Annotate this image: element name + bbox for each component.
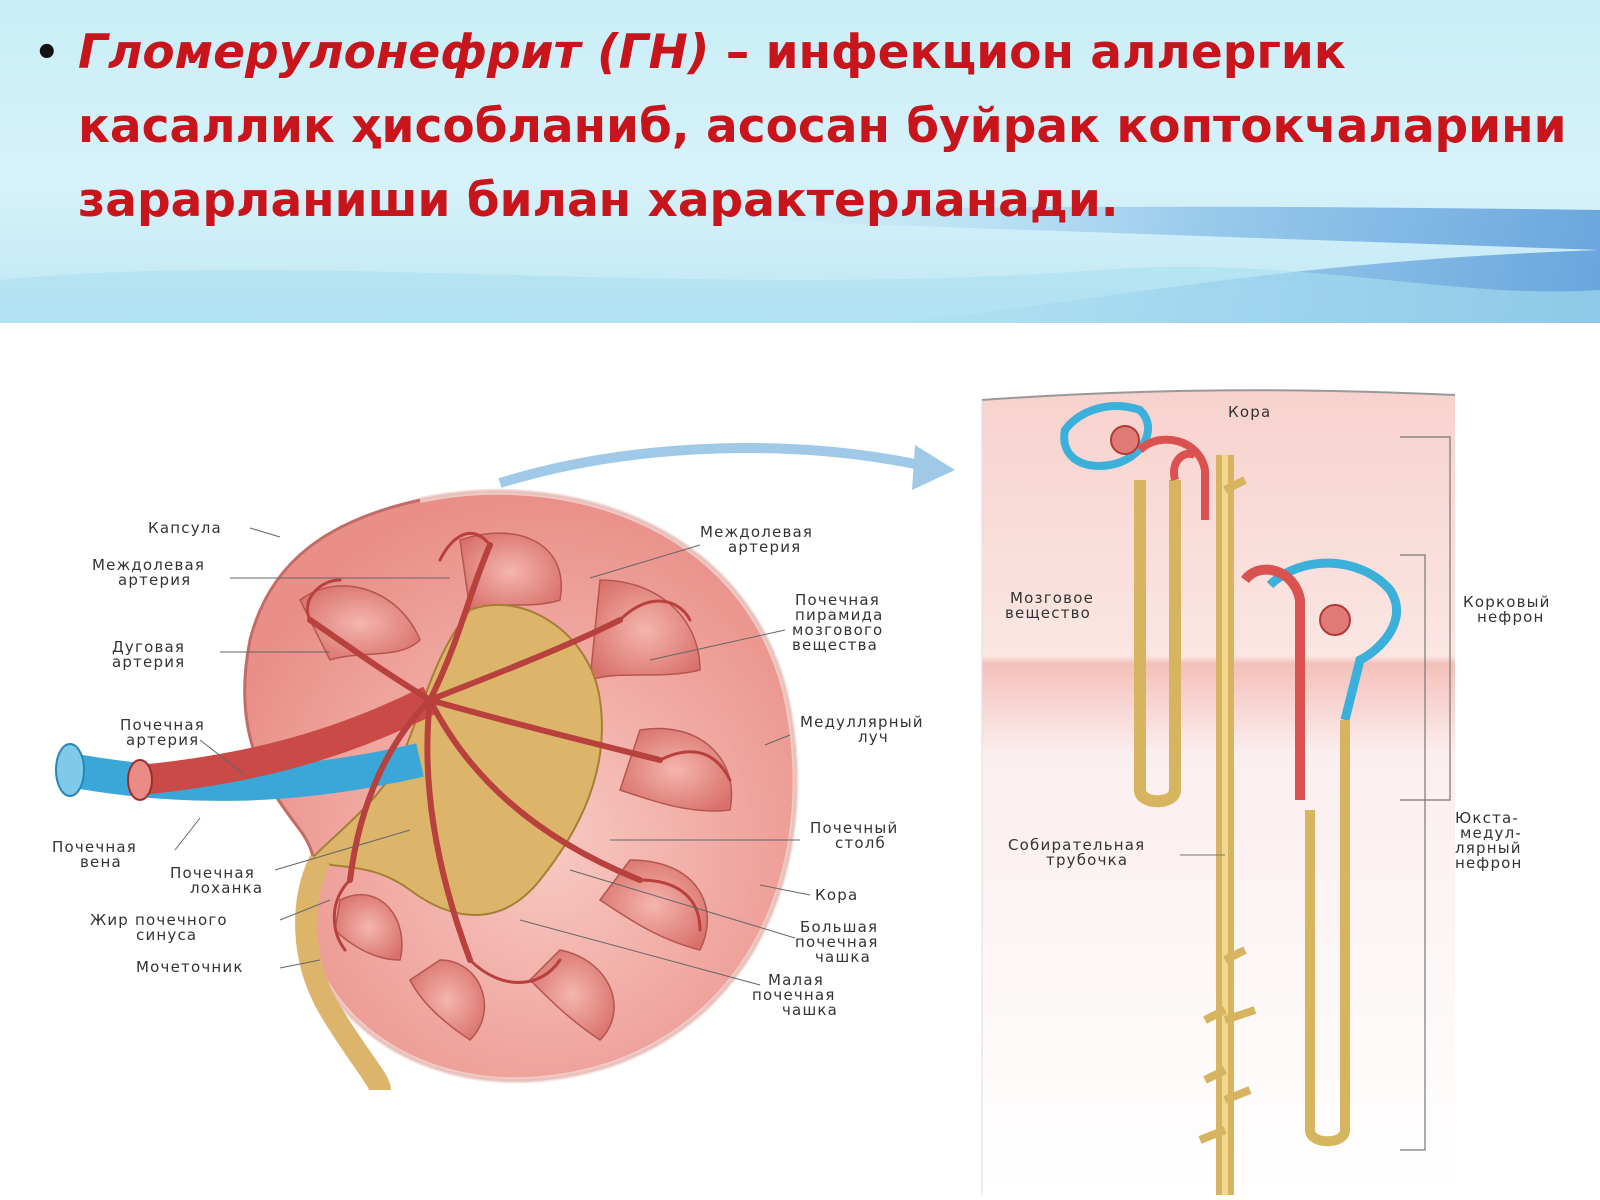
label-renal-artery-2: артерия [126, 731, 199, 749]
label-sinus-fat-1: Жир почечного [90, 911, 228, 929]
label-interlobar-artery-left-1: Междолевая [92, 556, 205, 574]
nephron-surface-line [981, 389, 1456, 401]
renal-vein [66, 743, 424, 801]
label-major-calyx-3: чашка [815, 948, 871, 966]
kidney-capsule [312, 488, 799, 1084]
juxta-vessel-blue [1266, 558, 1401, 722]
juxta-red-limb [1241, 564, 1305, 800]
label-minor-calyx-3: чашка [782, 1001, 838, 1019]
label-renal-artery-1: Почечная [120, 716, 205, 734]
label-cortical-nephron-1: Корковый [1463, 593, 1551, 611]
kidney: Капсула Междолевая артерия Дуговая артер… [52, 488, 924, 1092]
label-major-calyx-2: почечная [795, 933, 879, 951]
label-cortical-nephron-2: нефрон [1477, 608, 1545, 626]
nephron-panel: Кора Мозговое вещество Корковый нефрон С… [981, 389, 1551, 1195]
label-pyramid-2: пирамида [795, 606, 884, 624]
label-capsule: Капсула [148, 519, 222, 537]
loop-of-henle-lower [1305, 720, 1350, 1147]
kidney-leader-lines [174, 527, 811, 986]
label-medullary-ray-2: луч [858, 728, 889, 746]
renal-artery-opening [127, 759, 153, 801]
loop-of-henle-upper [1134, 480, 1181, 808]
label-arcuate-artery-2: артерия [112, 653, 185, 671]
label-interlobar-artery-right-1: Междолевая [700, 523, 813, 541]
title-rest: – инфекцион аллергик касаллик ҳисобланиб… [78, 25, 1567, 228]
label-renal-pelvis-1: Почечная [170, 864, 255, 882]
tubule-red-upper [1137, 435, 1209, 520]
label-arcuate-artery-1: Дуговая [112, 638, 185, 656]
label-minor-calyx-1: Малая [768, 971, 824, 989]
collecting-duct-branches [1198, 476, 1257, 1144]
label-ureter: Мочеточник [136, 958, 244, 976]
ureter [295, 855, 391, 1092]
label-renal-column-2: столб [835, 834, 886, 852]
label-pyramid-4: вещества [792, 636, 878, 654]
label-renal-column-1: Почечный [810, 819, 898, 837]
label-pyramid-3: мозгового [792, 621, 883, 639]
label-minor-calyx-2: почечная [752, 986, 836, 1004]
bullet-icon: • [34, 30, 60, 76]
label-juxta-2: медул- [1460, 824, 1522, 842]
label-renal-vein-2: вена [80, 853, 122, 871]
label-interlobar-artery-right-2: артерия [728, 538, 801, 556]
banner-waves [0, 206, 1600, 323]
bracket-juxta [1400, 554, 1426, 1151]
kidney-nephron-diagram: Капсула Междолевая артерия Дуговая артер… [52, 389, 1551, 1195]
label-renal-pelvis-2: лоханка [190, 879, 263, 897]
label-collecting-duct-2: трубочка [1046, 851, 1128, 869]
label-medulla-2: вещество [1005, 604, 1091, 622]
glomerulus-lower [1319, 604, 1351, 636]
label-interlobar-artery-left-2: артерия [118, 571, 191, 589]
label-juxta-4: нефрон [1455, 854, 1523, 872]
label-cortex: Кора [815, 886, 858, 904]
zoom-arrow-head [912, 445, 955, 490]
label-medulla-1: Мозговое [1010, 589, 1094, 607]
zoom-arrow [498, 443, 922, 488]
slide-title: • Гломерулонефрит (ГН) – инфекцион аллер… [34, 16, 1574, 238]
label-renal-vein-1: Почечная [52, 838, 137, 856]
cortical-nephron-vessel-loop [1060, 402, 1152, 470]
label-major-calyx-1: Большая [800, 918, 878, 936]
title-term: Гломерулонефрит (ГН) [78, 25, 710, 80]
label-juxta-1: Юкста- [1455, 809, 1519, 827]
label-juxta-3: лярный [1455, 839, 1522, 857]
label-nephron-cortex: Кора [1228, 403, 1271, 421]
label-medullary-ray-1: Медуллярный [800, 713, 924, 731]
artery-branches [307, 542, 663, 963]
title-banner: • Гломерулонефрит (ГН) – инфекцион аллер… [0, 0, 1600, 323]
label-sinus-fat-2: синуса [136, 926, 197, 944]
label-pyramid-1: Почечная [795, 591, 880, 609]
renal-vein-opening [55, 743, 85, 797]
arcuate-arteries [305, 531, 732, 984]
renal-artery [138, 686, 437, 795]
glomerulus-upper [1110, 425, 1140, 455]
label-collecting-duct-1: Собирательная [1008, 836, 1145, 854]
